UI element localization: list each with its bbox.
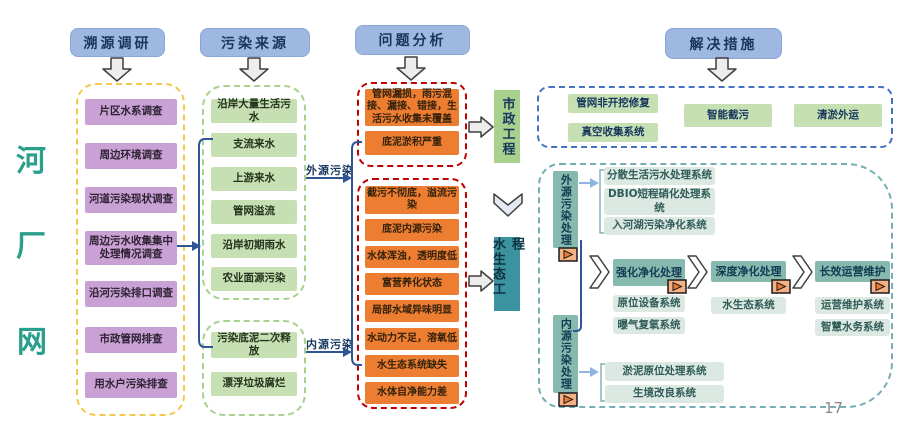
water-ecology-project-box: 水生态工程 bbox=[490, 237, 524, 311]
external-pollution-label: 外源污染 bbox=[306, 164, 354, 177]
header-survey: 溯源调研 bbox=[70, 28, 165, 57]
down-arrow-icon bbox=[102, 57, 132, 82]
survey-item: 市政管网排查 bbox=[85, 327, 177, 353]
source-item: 漂浮垃圾腐烂 bbox=[211, 372, 297, 396]
municipal-project-box: 市政工程 bbox=[494, 90, 520, 163]
problem-item: 富营养化状态 bbox=[365, 273, 459, 295]
stage-box: 深度净化处理 bbox=[711, 261, 786, 282]
solution-measure: 管网非开挖修复 bbox=[568, 94, 658, 113]
treatment-system: 运营维护系统 bbox=[815, 297, 890, 314]
down-arrow-icon bbox=[396, 56, 426, 81]
chevron-down-icon bbox=[493, 193, 523, 217]
treatment-system: 原位设备系统 bbox=[613, 295, 685, 312]
source-item: 沿岸大量生活污水 bbox=[211, 98, 297, 123]
problem-item: 底泥内源污染 bbox=[365, 219, 459, 241]
problem-item: 水体浑浊，透明度低 bbox=[365, 246, 459, 268]
source-item: 污染底泥二次释放 bbox=[211, 332, 297, 358]
problem-item: 局部水域异味明显 bbox=[365, 300, 459, 322]
external-treatment-box: 外源污染处理 bbox=[553, 171, 578, 248]
problem-item: 水体自净能力差 bbox=[365, 382, 459, 404]
treatment-system: 水生态系统 bbox=[711, 297, 786, 314]
page-number: 17 bbox=[824, 399, 844, 417]
problem-item: 管网漏损，雨污混接、漏接、错接，生活污水收集未覆盖 bbox=[365, 88, 459, 126]
problem-item: 水动力不足，溶氧低 bbox=[365, 328, 459, 350]
header-solutions: 解决措施 bbox=[665, 28, 782, 59]
internal-treatment-box: 内源污染处理 bbox=[553, 315, 578, 393]
right-arrow-icon bbox=[468, 116, 494, 138]
down-arrow-icon bbox=[707, 57, 737, 82]
arrowhead-icon bbox=[192, 241, 201, 251]
internal-sources-group-box bbox=[202, 320, 306, 416]
survey-item: 用水户污染排查 bbox=[85, 372, 177, 398]
source-item: 上游来水 bbox=[211, 167, 297, 191]
treatment-group-box bbox=[538, 163, 893, 408]
treatment-system: 曝气复氧系统 bbox=[613, 317, 685, 334]
treatment-system: 生境改良系统 bbox=[605, 385, 724, 403]
solution-measure: 智能截污 bbox=[684, 104, 772, 127]
side-label-network: 网 bbox=[17, 325, 47, 360]
side-label-plant: 厂 bbox=[16, 229, 46, 264]
treatment-system: DBIO短程硝化处理系统 bbox=[604, 188, 715, 215]
treatment-system: 入河湖污染净化系统 bbox=[604, 217, 715, 235]
down-arrow-icon bbox=[239, 57, 269, 82]
problem-item: 水生态系统缺失 bbox=[365, 355, 459, 377]
source-item: 管网溢流 bbox=[211, 200, 297, 224]
source-item: 沿岸初期雨水 bbox=[211, 234, 297, 258]
treatment-system: 分散生活污水处理系统 bbox=[604, 167, 715, 185]
survey-item: 周边污水收集集中处理情况调查 bbox=[85, 231, 177, 265]
survey-item: 片区水系调查 bbox=[85, 99, 177, 125]
problem-item: 底泥淤积严重 bbox=[365, 131, 459, 155]
source-item: 支流来水 bbox=[211, 133, 297, 157]
municipal-solutions-group-box bbox=[537, 86, 893, 148]
side-label-river: 河 bbox=[16, 144, 46, 179]
solution-measure: 清淤外运 bbox=[794, 104, 882, 127]
survey-group-box bbox=[76, 83, 185, 416]
header-problems: 问题分析 bbox=[355, 25, 470, 55]
survey-item: 沿河污染排口调查 bbox=[85, 281, 177, 307]
problem-item: 截污不彻底，溢流污染 bbox=[365, 186, 459, 214]
solution-measure: 真空收集系统 bbox=[568, 123, 658, 142]
internal-pollution-label: 内源污染 bbox=[306, 338, 354, 351]
survey-item: 河道污染现状调查 bbox=[85, 187, 177, 213]
source-item: 农业面源污染 bbox=[211, 267, 297, 291]
treatment-system: 智慧水务系统 bbox=[815, 319, 890, 336]
survey-item: 周边环境调查 bbox=[85, 143, 177, 169]
stage-box: 强化净化处理 bbox=[613, 259, 685, 286]
treatment-system: 淤泥原位处理系统 bbox=[605, 362, 724, 381]
stage-box: 长效运营维护 bbox=[815, 261, 890, 282]
municipal-problems-group-box bbox=[357, 82, 467, 167]
header-sources: 污染来源 bbox=[200, 28, 310, 57]
